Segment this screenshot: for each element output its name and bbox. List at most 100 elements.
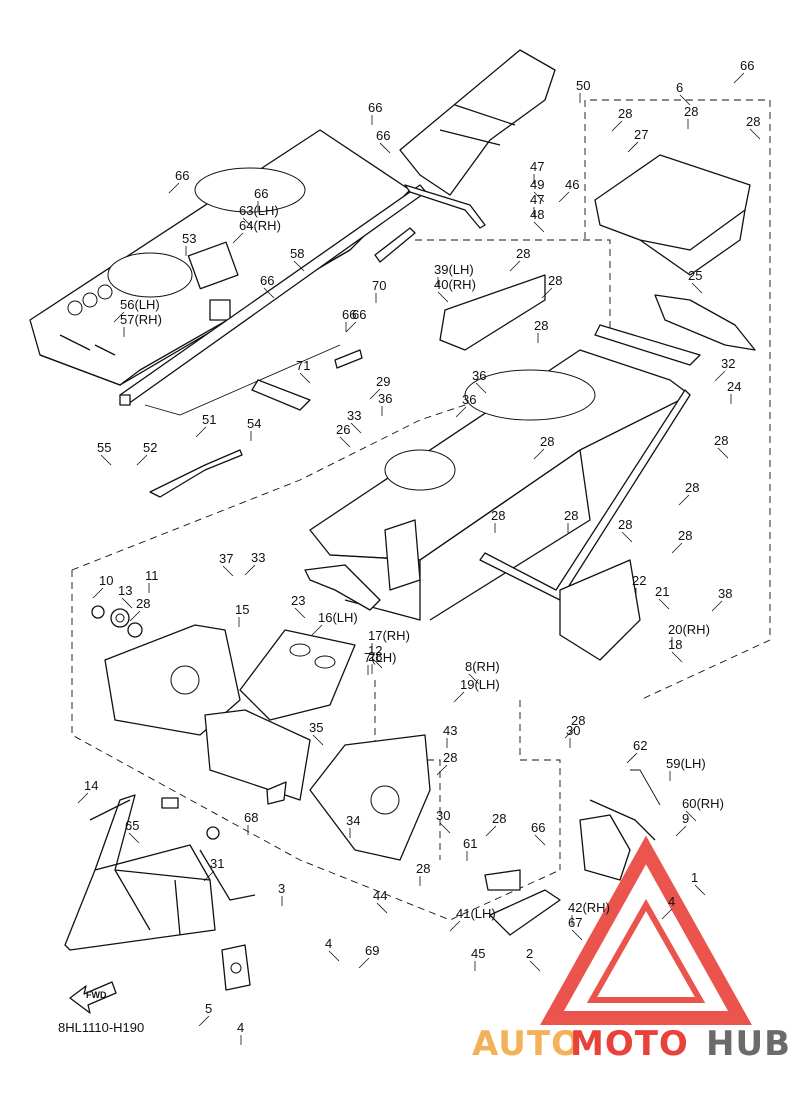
part-callout: 23 — [291, 593, 305, 608]
fwd-label: FWD — [86, 990, 107, 1000]
callout-leader-line — [558, 191, 570, 203]
part-callout: 50 — [576, 78, 590, 93]
part-callout: 66 — [352, 307, 366, 322]
part-callout: 66 — [368, 100, 382, 115]
part-callout: 3 — [278, 881, 285, 896]
part-callout: 21 — [655, 584, 669, 599]
callout-leader-line — [222, 565, 234, 577]
part-callout: 60(RH) — [682, 796, 724, 811]
part-callout: 20(RH) — [668, 622, 710, 637]
part-callout: 47 — [530, 159, 544, 174]
leader-lines — [77, 72, 761, 1045]
part-callout: 16(LH) — [318, 610, 358, 625]
part-callout: 66 — [175, 168, 189, 183]
part-callout: 66 — [531, 820, 545, 835]
part-callout: 24 — [727, 379, 741, 394]
part-callout: 28 — [491, 508, 505, 523]
callout-leader-line — [198, 1015, 210, 1027]
part-callout: 51 — [202, 412, 216, 427]
part-callout: 5 — [205, 1001, 212, 1016]
part-callout: 37 — [219, 551, 233, 566]
part-callout: 4 — [325, 936, 332, 951]
watermark-hub: HUB — [706, 1024, 791, 1064]
part-callout: 12 — [368, 643, 382, 658]
part-callout: 28 — [516, 246, 530, 261]
part-callout: 33 — [251, 550, 265, 565]
part-callout: 6 — [676, 80, 683, 95]
callout-leader-line — [534, 834, 546, 846]
callout-leader-line — [611, 120, 623, 132]
part-callout: 28 — [618, 106, 632, 121]
callout-leader-line — [533, 221, 545, 233]
callout-leader-line — [345, 321, 357, 333]
part-callout: 44 — [373, 888, 387, 903]
part-callout: 66 — [740, 58, 754, 73]
part-callout: 7(LH) — [364, 650, 397, 665]
part-callout: 45 — [471, 946, 485, 961]
callout-leader-line — [694, 884, 706, 896]
callout-leader-line — [661, 908, 673, 920]
part-callout: 30 — [436, 808, 450, 823]
callout-leader-line — [293, 260, 305, 272]
part-callout: 2 — [526, 946, 533, 961]
part-callout: 28 — [571, 713, 585, 728]
callout-leader-line — [299, 372, 311, 384]
callout-leader-line — [121, 597, 133, 609]
callout-leader-line — [203, 870, 215, 882]
part-callout: 28 — [684, 104, 698, 119]
callout-leader-line — [371, 657, 383, 669]
callout-leader-line — [468, 673, 480, 685]
part-callout: 28 — [714, 433, 728, 448]
part-callout: 36 — [462, 392, 476, 407]
callout-leader-line — [626, 752, 638, 764]
callout-leader-line — [350, 422, 362, 434]
callout-leader-line — [717, 447, 729, 459]
part-callout: 48 — [530, 207, 544, 222]
callout-leader-line — [439, 822, 451, 834]
lower-frame-tube — [64, 781, 287, 991]
part-callout: 9 — [682, 811, 689, 826]
part-callout: 25 — [688, 268, 702, 283]
callout-leader-line — [671, 542, 683, 554]
callout-leader-line — [658, 598, 670, 610]
part-callout: 28 — [540, 434, 554, 449]
callout-leader-line — [455, 406, 467, 418]
part-callout: 28 — [492, 811, 506, 826]
part-callout: 53 — [182, 231, 196, 246]
callout-leader-line — [136, 454, 148, 466]
callout-leader-line — [100, 454, 112, 466]
callout-leader-line — [294, 607, 306, 619]
callout-leader-line — [244, 564, 256, 576]
watermark-moto: MOTO — [570, 1024, 689, 1064]
callout-leader-line — [714, 370, 726, 382]
part-callout: 13 — [118, 583, 132, 598]
part-callout: 4 — [237, 1020, 244, 1035]
callout-leader-line — [339, 436, 351, 448]
diagram-code: 8HL1110-H190 — [58, 1020, 144, 1035]
part-callout: 58 — [290, 246, 304, 261]
part-callout: 28 — [368, 649, 382, 664]
callout-leader-line — [369, 388, 381, 400]
part-callout: 17(RH) — [368, 628, 410, 643]
part-callout: 36 — [472, 368, 486, 383]
callout-leader-line — [129, 610, 141, 622]
callout-leader-line — [564, 727, 576, 739]
part-callout: 28 — [685, 480, 699, 495]
part-callout: 8(RH) — [465, 659, 500, 674]
watermark-logo-mark — [540, 835, 752, 1025]
part-callout: 49 — [530, 177, 544, 192]
part-callout: 39(LH) — [434, 262, 474, 277]
part-callout: 34 — [346, 813, 360, 828]
callout-leader-line — [621, 531, 633, 543]
callout-leader-line — [509, 260, 521, 272]
callout-leader-line — [311, 624, 323, 636]
callout-labels: 666666666663(LH)64(RH)535856(LH)57(RH)66… — [84, 58, 760, 1035]
part-callout: 65 — [125, 818, 139, 833]
part-callout: 61 — [463, 836, 477, 851]
part-callout: 71 — [296, 358, 310, 373]
part-callout: 63(LH) — [239, 203, 279, 218]
part-callout: 52 — [143, 440, 157, 455]
callout-leader-line — [113, 311, 125, 323]
rear-bumper-assembly — [399, 49, 556, 229]
part-callout: 26 — [336, 422, 350, 437]
